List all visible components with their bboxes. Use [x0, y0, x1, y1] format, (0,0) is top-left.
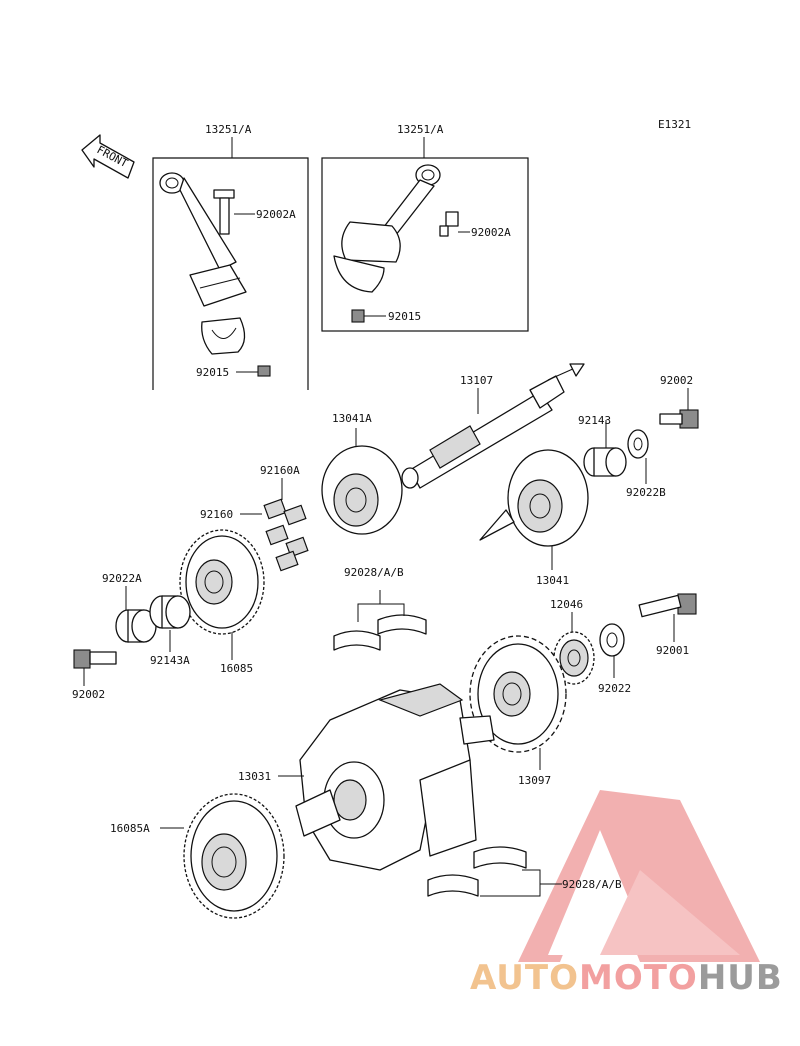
coupling-13041: 13041	[479, 449, 589, 587]
label-13041a: 13041A	[332, 412, 372, 425]
sprocket-12046	[553, 631, 595, 685]
bolt-icon	[679, 409, 699, 429]
label-13041: 13041	[536, 574, 569, 587]
label-92002-top: 92002	[660, 374, 693, 387]
label-13251-a-left: 13251/A	[205, 123, 252, 136]
washer-icon	[627, 429, 649, 459]
sprocket-13097: 13097	[469, 635, 567, 787]
connecting-rod-b-group: 13251/A 92002A 92015	[321, 123, 529, 332]
rod-bolt-icon	[213, 189, 235, 235]
rod-nut-icon	[257, 365, 271, 377]
rod-nut-icon	[351, 309, 365, 323]
gear-16085: 16085	[179, 529, 265, 675]
watermark-triangle	[518, 790, 760, 962]
front-arrow-icon: FRONT	[81, 134, 135, 179]
damper-rubbers: 92160A 92160	[200, 464, 309, 572]
top-right-hardware: 92002 92143 92022B	[578, 374, 699, 499]
left-hardware: 92022A 92143A 92002	[72, 572, 191, 701]
label-92002-left: 92002	[72, 688, 105, 701]
connecting-rod-icon	[333, 164, 441, 293]
spacer-icon	[583, 447, 627, 477]
connecting-rod-icon	[159, 172, 247, 307]
label-92001: 92001	[656, 644, 689, 657]
label-13097: 13097	[518, 774, 551, 787]
connecting-rod-a-group: 13251/A 92002A 92015	[152, 123, 309, 390]
balancer-shaft: 13107	[401, 363, 585, 489]
label-12046: 12046	[550, 598, 583, 611]
label-92160: 92160	[200, 508, 233, 521]
label-92143a: 92143A	[150, 654, 190, 667]
bearing-shells-lower: 92028/A/B	[427, 846, 622, 897]
label-92022b: 92022B	[626, 486, 666, 499]
label-92028-upper: 92028/A/B	[344, 566, 404, 579]
label-92002a-right: 92002A	[471, 226, 511, 239]
label-92015-right: 92015	[388, 310, 421, 323]
label-13107: 13107	[460, 374, 493, 387]
diagram-code: E1321	[658, 118, 691, 131]
washer-icon	[115, 609, 157, 643]
label-92160a: 92160A	[260, 464, 300, 477]
label-16085a: 16085A	[110, 822, 150, 835]
coupling-13041a: 13041A	[321, 412, 403, 535]
label-13251-a-right: 13251/A	[397, 123, 444, 136]
brand-moto: MOTO	[578, 958, 698, 998]
label-92022a: 92022A	[102, 572, 142, 585]
right-hardware: 92001 92022 12046	[550, 593, 697, 695]
rod-bolt-icon	[439, 211, 459, 237]
brand-wordmark: AUTOMOTOHUB	[470, 958, 783, 998]
brand-hub: HUB	[697, 958, 783, 998]
bolt-icon	[73, 649, 117, 669]
gear-16085a: 16085A	[110, 793, 285, 919]
brand-auto: AUTO	[470, 958, 579, 998]
label-92022: 92022	[598, 682, 631, 695]
bolt-shank-icon	[659, 413, 683, 425]
label-16085: 16085	[220, 662, 253, 675]
label-92002a-left: 92002A	[256, 208, 296, 221]
washer-icon	[599, 623, 625, 657]
bolt-icon	[638, 593, 697, 618]
spacer-icon	[149, 595, 191, 629]
crankshaft-13031: 13031	[238, 683, 495, 871]
label-92143-top: 92143	[578, 414, 611, 427]
bearing-shells-upper: 92028/A/B	[333, 566, 427, 651]
label-92015-left: 92015	[196, 366, 229, 379]
label-92028-lower: 92028/A/B	[562, 878, 622, 891]
label-13031: 13031	[238, 770, 271, 783]
rod-cap-icon	[201, 317, 246, 355]
